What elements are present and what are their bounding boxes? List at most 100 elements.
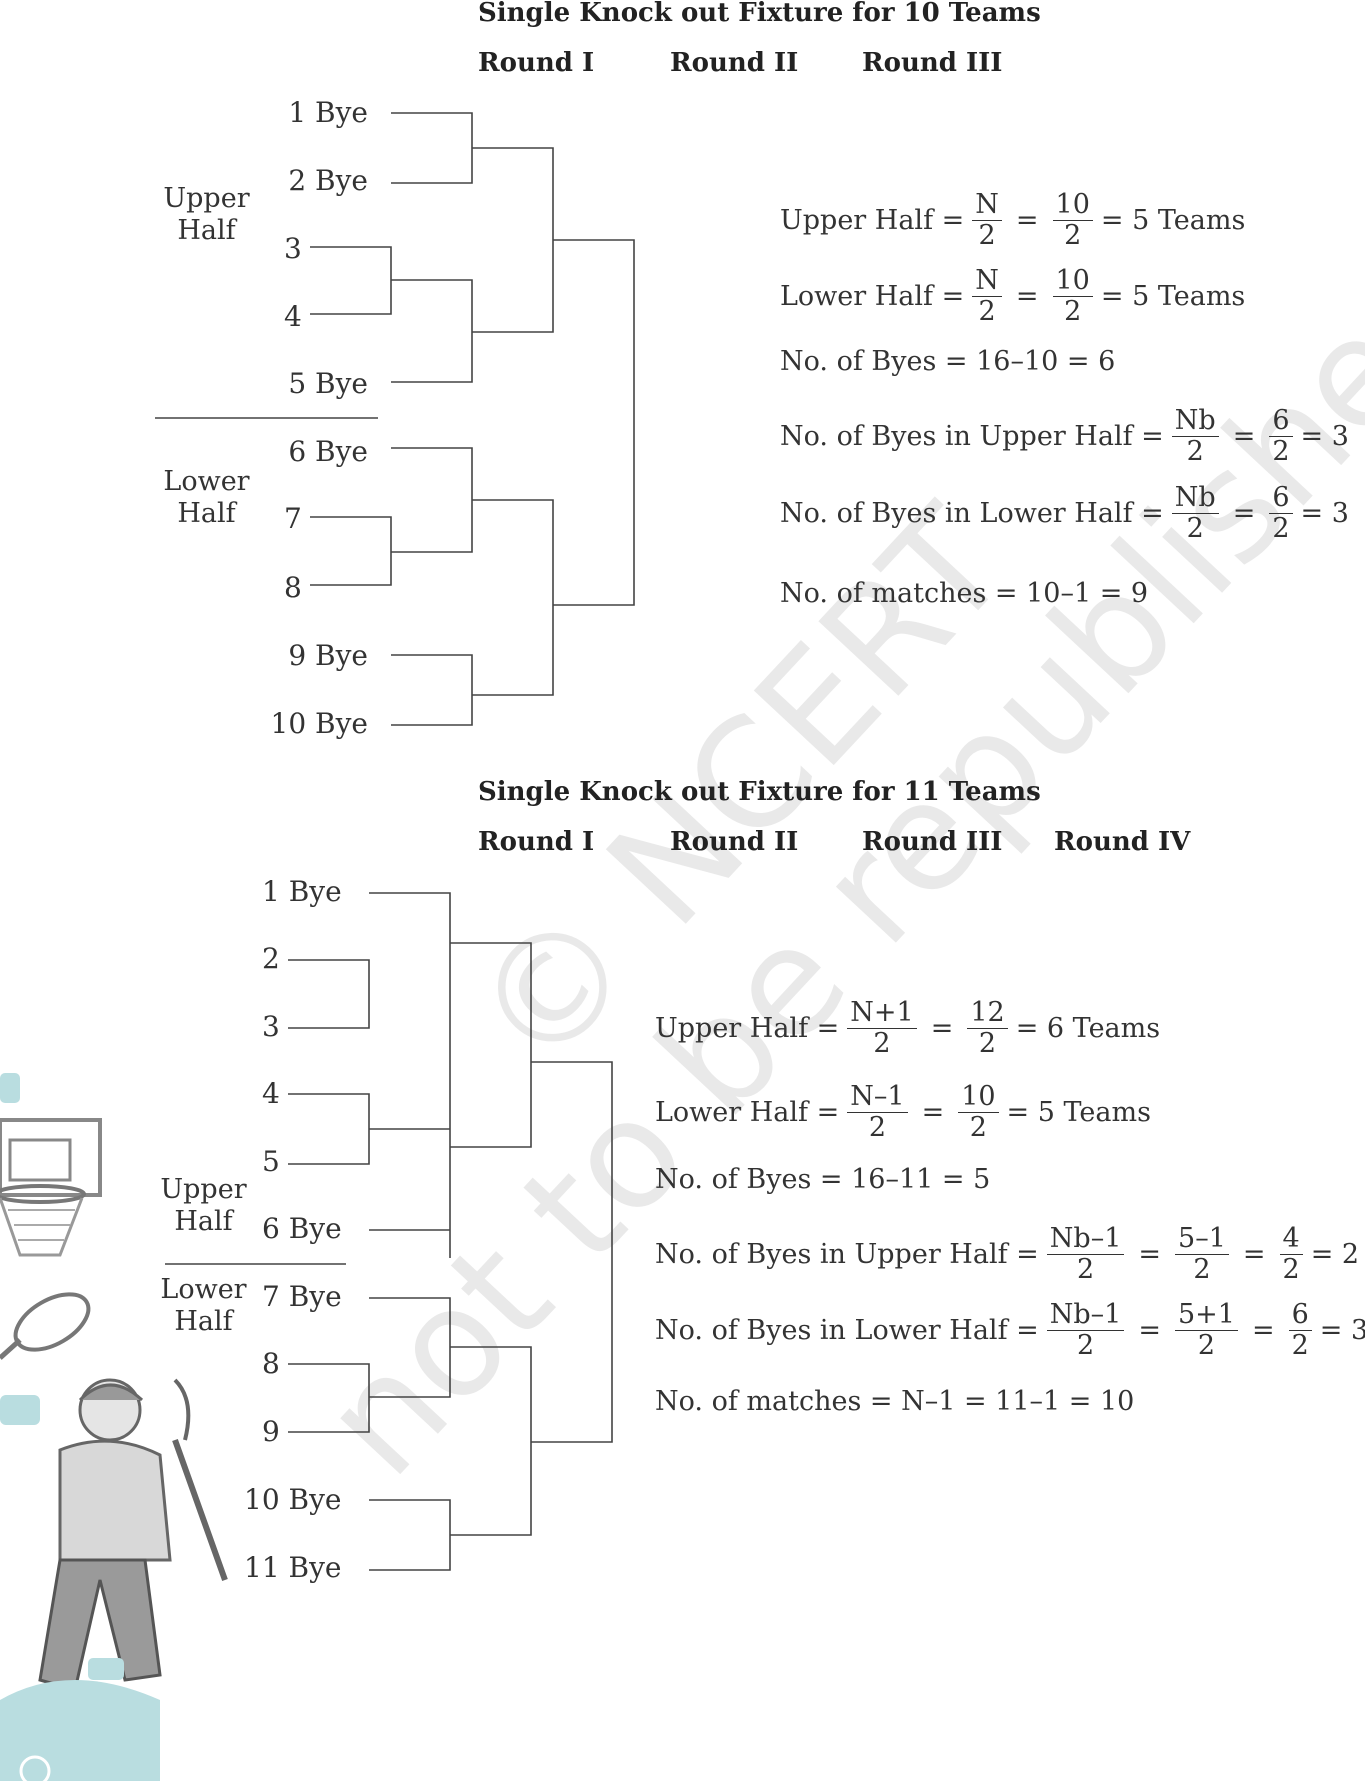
formula-label: Upper Half = — [780, 205, 965, 236]
fixture10-title: Single Knock out Fixture for 10 Teams — [478, 0, 1041, 28]
denominator: 2 — [1197, 1330, 1216, 1361]
numerator: 4 — [1279, 1224, 1303, 1255]
fixture11-team-7: 7 Bye — [262, 1280, 342, 1313]
fixture11-team-2: 2 — [262, 942, 280, 975]
fixture10-upper-half-label: Upper Half — [163, 183, 250, 246]
fixture11-round-3: Round III — [862, 827, 1003, 857]
bracket-connector — [288, 1363, 370, 1433]
numerator: Nb — [1171, 483, 1219, 514]
bracket-connector — [391, 654, 473, 726]
numerator: 10 — [1052, 266, 1093, 297]
numerator: Nb–1 — [1046, 1224, 1125, 1255]
denominator: 2 — [1193, 1254, 1211, 1285]
fixture10-round-3: Round III — [862, 48, 1003, 78]
numerator: N — [972, 266, 1002, 297]
fixture11-round-4: Round IV — [1054, 827, 1191, 857]
fixture11-byes-formula: No. of Byes = 16–11 = 5 — [655, 1164, 991, 1195]
fixture10-team-6: 6 Bye — [288, 435, 368, 468]
fixture10-byes-formula: No. of Byes = 16–10 = 6 — [780, 346, 1116, 377]
denominator: 2 — [1064, 220, 1082, 251]
fixture10-team-2: 2 Bye — [288, 164, 368, 197]
fixture10-team-7: 7 — [284, 502, 302, 535]
fixture11-team-1: 1 Bye — [262, 875, 342, 908]
numerator: Nb — [1171, 406, 1219, 437]
fixture10-matches-formula: No. of matches = 10–1 = 9 — [780, 578, 1149, 609]
bracket-connector — [472, 147, 554, 333]
fixture10-lower-half-label: Lower Half — [163, 466, 250, 529]
fixture11-team-8: 8 — [262, 1347, 280, 1380]
numerator: Nb–1 — [1046, 1300, 1125, 1331]
denominator: 2 — [1291, 1330, 1309, 1361]
fixture10-team-4: 4 — [284, 300, 302, 333]
fixture11-bracket — [165, 892, 613, 1571]
formula-result: = 5 Teams — [1100, 205, 1246, 236]
fixture10-round-1: Round I — [478, 48, 595, 78]
denominator: 2 — [873, 1028, 891, 1059]
formula-label: No. of Byes in Lower Half = — [780, 498, 1164, 529]
numerator: 10 — [1052, 190, 1093, 221]
bracket-connector — [369, 1499, 451, 1571]
bracket-connector — [310, 246, 392, 315]
formula-result: = 2 — [1310, 1239, 1360, 1270]
bracket-connector — [310, 516, 392, 586]
formula-result: = 3 — [1319, 1315, 1365, 1346]
bracket-connector — [531, 1061, 613, 1443]
equals-sign: = — [1242, 1239, 1266, 1270]
fixture10-team-9: 9 Bye — [288, 639, 368, 672]
equals-sign: = — [1232, 421, 1256, 452]
bracket-connector — [450, 1346, 532, 1536]
equals-sign: = — [930, 1013, 954, 1044]
fixture10-round-2: Round II — [670, 48, 799, 78]
fixture11-upper-half-label: Upper Half — [160, 1174, 247, 1237]
denominator: 2 — [1186, 513, 1204, 544]
fixture11-team-11: 11 Bye — [244, 1551, 342, 1584]
formula-result: = 3 — [1300, 498, 1349, 529]
fixture11-team-9: 9 — [262, 1415, 280, 1448]
bracket-connector — [288, 959, 370, 1029]
denominator: 2 — [1186, 436, 1204, 467]
equals-sign: = — [1251, 1315, 1275, 1346]
numerator: 6 — [1288, 1300, 1312, 1331]
bracket-connector — [450, 942, 532, 1148]
formula-label: Upper Half = — [655, 1013, 840, 1044]
fixture11-title: Single Knock out Fixture for 11 Teams — [478, 777, 1041, 807]
denominator: 2 — [868, 1112, 886, 1143]
equals-sign: = — [1232, 498, 1256, 529]
formula-label: Lower Half = — [655, 1097, 840, 1128]
numerator: 6 — [1269, 406, 1293, 437]
denominator: 2 — [978, 296, 996, 327]
denominator: 2 — [978, 1028, 997, 1059]
bracket-connector — [369, 1297, 451, 1398]
fixture11-team-6: 6 Bye — [262, 1212, 342, 1245]
fixture11-team-5: 5 — [262, 1145, 280, 1178]
formula-result: = 3 — [1300, 421, 1349, 452]
bracket-connector — [391, 112, 473, 184]
denominator: 2 — [1077, 1254, 1095, 1285]
numerator: 5–1 — [1175, 1224, 1229, 1255]
formula-label: No. of Byes in Lower Half = — [655, 1315, 1039, 1346]
numerator: 12 — [967, 998, 1008, 1029]
equals-sign: = — [1015, 281, 1039, 312]
denominator: 2 — [1272, 436, 1290, 467]
formula-result: = 5 Teams — [1006, 1097, 1151, 1128]
